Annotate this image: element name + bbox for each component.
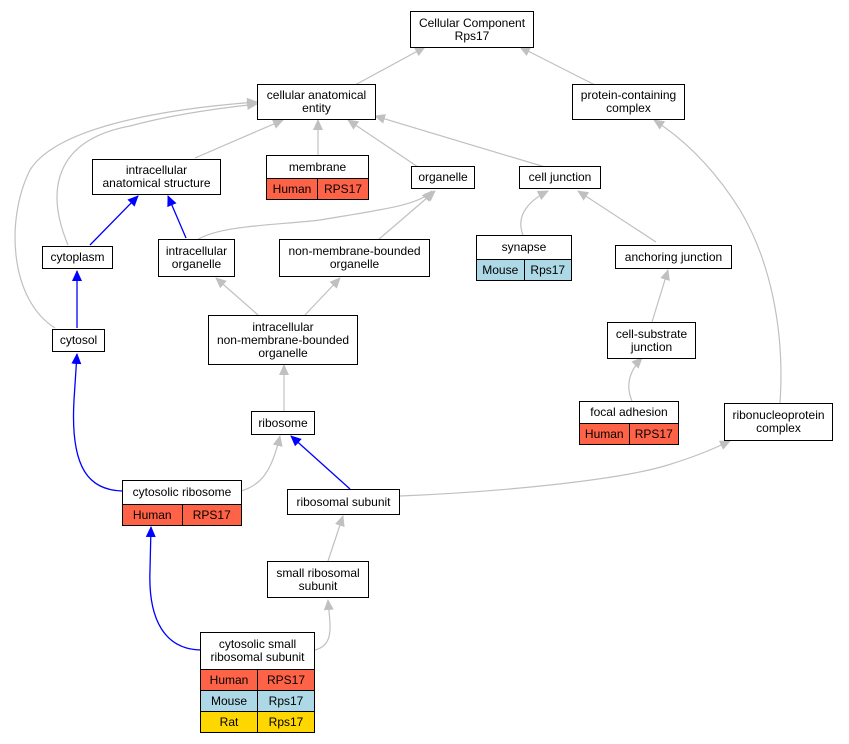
node-label: cell-substrate junction [615,326,688,354]
node-organelle[interactable]: organelle [411,166,475,189]
gene-row-human: Human RPS17 [267,178,368,199]
edge-cytoplasm-cae [56,100,258,246]
node-non-membrane-bounded-organelle[interactable]: non-membrane-bounded organelle [279,239,430,277]
node-intracellular-organelle[interactable]: intracellular organelle [158,239,235,277]
node-label: intracellular non-membrane-bounded organ… [216,319,350,360]
gene-row-human: Human RPS17 [201,669,314,690]
node-label: cytosolic small ribosomal subunit [210,637,305,664]
node-ribosome[interactable]: ribosome [251,411,315,435]
node-anchoring-junction[interactable]: anchoring junction [615,245,732,269]
node-label: cellular anatomical entity [266,88,367,115]
edge-pcc-root [519,46,596,86]
edge-celljunction-cae [374,114,546,168]
node-label: ribosome [258,415,308,430]
gene-cell: RPS17 [181,505,241,525]
gene-cell: Rps17 [257,691,314,711]
gene-cell: Rps17 [523,260,571,280]
node-label: membrane [288,159,347,174]
edge-synapse-celljunction [520,190,549,236]
node-label: organelle [418,170,468,184]
edge-organelle-cae [347,119,419,168]
node-label: ribosomal subunit [296,494,391,509]
node-intracellular-non-membrane-bounded-organelle[interactable]: intracellular non-membrane-bounded organ… [208,315,358,365]
node-cytoplasm[interactable]: cytoplasm [42,246,113,269]
species-cell: Human [201,670,257,690]
node-label: ribonucleoprotein complex [732,408,825,435]
gene-row-rat: Rat Rps17 [201,711,314,732]
gene-cell: RPS17 [257,670,314,690]
node-label: anchoring junction [624,249,723,264]
species-cell: Human [267,179,317,199]
node-cellular-anatomical-entity[interactable]: cellular anatomical entity [257,84,376,120]
node-label: cytosol [59,333,98,347]
node-membrane[interactable]: membrane Human RPS17 [266,155,369,200]
edge-ribosub-rnp [399,440,731,497]
node-ribosomal-subunit[interactable]: ribosomal subunit [287,489,400,515]
edge-rnp-pcc [653,119,782,404]
edge-cae-root [354,46,426,86]
node-focal-adhesion[interactable]: focal adhesion Human RPS17 [579,401,679,445]
edge-focal-csj [628,357,643,402]
node-cytosolic-small-ribosomal-subunit[interactable]: cytosolic small ribosomal subunit Human … [200,632,315,733]
edge-css-cytoribo[interactable] [145,526,203,651]
node-cell-substrate-junction[interactable]: cell-substrate junction [607,322,696,359]
edge-smallsub-ribosub [327,515,345,562]
gene-cell: RPS17 [628,424,678,444]
node-label: cytosolic ribosome [132,485,232,499]
node-intracellular-anatomical-structure[interactable]: intracellular anatomical structure [92,159,221,195]
gene-row-mouse: Mouse Rps17 [201,690,314,711]
node-synapse[interactable]: synapse Mouse Rps17 [476,235,572,281]
gene-row-human: Human RPS17 [123,504,241,525]
edge-cytosol-cae [14,97,258,329]
edge-nmbo-organelle [377,190,436,241]
species-cell: Human [123,505,182,525]
node-protein-containing-complex[interactable]: protein-containing complex [572,84,685,120]
node-label: small ribosomal subunit [276,565,360,593]
species-cell: Mouse [201,691,257,711]
edge-intraorg-ias[interactable] [167,195,187,239]
species-cell: Rat [201,712,257,732]
node-label: intracellular anatomical structure [102,163,211,190]
node-label: cytoplasm [50,250,105,264]
edge-inmbo-nmbo [304,277,341,316]
node-ribonucleoprotein-complex[interactable]: ribonucleoprotein complex [724,403,833,441]
species-cell: Human [580,424,629,444]
edge-cytoribo-ribosome [240,435,283,492]
edge-cytoribo-cytosol[interactable] [71,353,123,492]
node-label: focal adhesion [590,405,668,419]
node-label: protein-containing complex [580,88,677,115]
edge-anchoring-celljunction [577,190,657,243]
node-label: Cellular Component Rps17 [418,15,526,43]
gene-cell: Rps17 [257,712,314,732]
edge-intraorg-organelle [196,190,433,241]
node-label: cell junction [528,170,592,184]
node-label: intracellular organelle [165,244,228,271]
edge-ribosub-ribosome[interactable] [290,435,351,490]
edge-cytoplasm-ias[interactable] [89,195,139,246]
species-cell: Mouse [477,260,524,280]
node-label: non-membrane-bounded organelle [288,244,421,271]
node-cell-junction[interactable]: cell junction [519,166,601,189]
edge-css-smallsub [314,599,334,651]
node-small-ribosomal-subunit[interactable]: small ribosomal subunit [267,561,369,598]
node-cellular-component[interactable]: Cellular Component Rps17 [410,11,534,48]
edge-ias-cae [194,119,284,159]
gene-row-mouse: Mouse Rps17 [477,259,571,280]
node-cytosol[interactable]: cytosol [52,329,105,352]
edge-inmbo-intraorg [215,277,259,316]
node-cytosolic-ribosome[interactable]: cytosolic ribosome Human RPS17 [122,480,242,526]
gene-cell: RPS17 [317,179,368,199]
gene-row-human: Human RPS17 [580,423,678,444]
node-label: synapse [501,240,547,254]
edge-csj-anchoring [651,269,670,323]
